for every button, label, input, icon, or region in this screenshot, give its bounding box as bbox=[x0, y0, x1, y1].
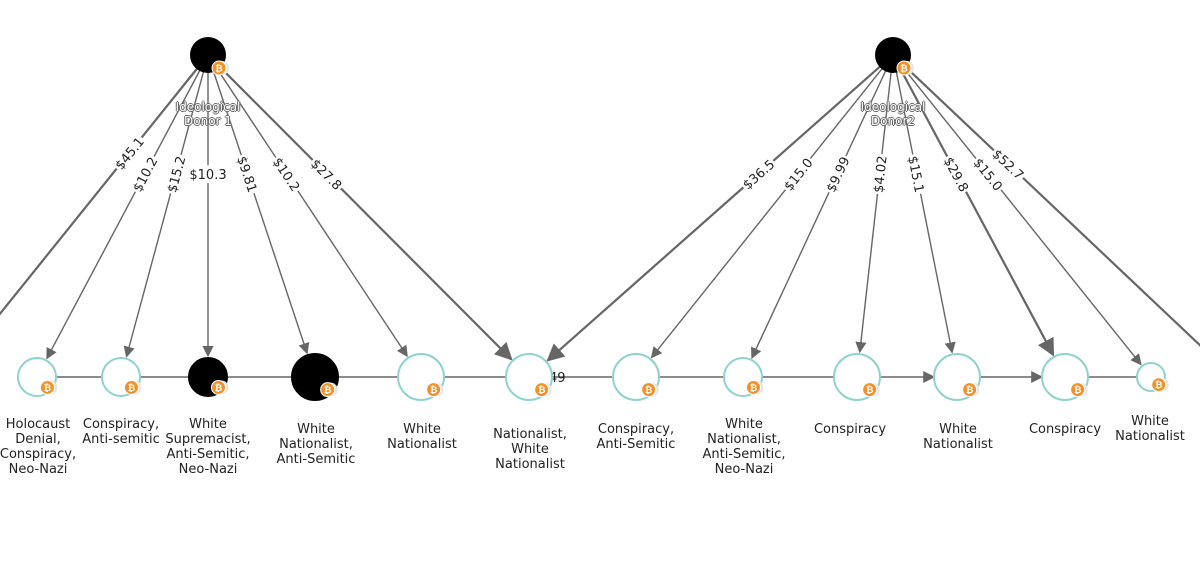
donor-label: Ideological Donor 1 bbox=[175, 100, 241, 128]
recipient-label: White Supremacist, Anti-Semitic, Neo-Naz… bbox=[165, 417, 251, 477]
donation-amount-label: $4.02 bbox=[872, 155, 891, 194]
donation-edge bbox=[216, 68, 408, 358]
donation-edge bbox=[903, 67, 1142, 366]
recipient-label: White Nationalist bbox=[923, 422, 993, 452]
donation-edge bbox=[751, 70, 887, 359]
recipient-label: Conspiracy bbox=[1028, 422, 1102, 437]
bitcoin-badge-icon: ₿ bbox=[1070, 382, 1088, 398]
donation-edge bbox=[46, 69, 201, 360]
bitcoin-badge-icon: ₿ bbox=[426, 382, 444, 398]
bitcoin-badge-icon: ₿ bbox=[123, 379, 142, 395]
partial-edge-label: 49 bbox=[549, 371, 566, 386]
donation-edge bbox=[123, 71, 205, 358]
bitcoin-badge-icon: ₿ bbox=[320, 382, 338, 398]
bitcoin-badge-icon: ₿ bbox=[1151, 377, 1169, 393]
svg-text:₿: ₿ bbox=[645, 385, 652, 396]
bitcoin-badge-icon: ₿ bbox=[896, 60, 914, 76]
bitcoin-badge-icon: ₿ bbox=[862, 382, 880, 398]
bitcoin-badge-icon: ₿ bbox=[641, 382, 659, 398]
donation-amount-label: $15.2 bbox=[165, 155, 189, 195]
bitcoin-badge-icon: ₿ bbox=[39, 379, 58, 395]
donation-edge bbox=[900, 69, 1055, 357]
recipient-label: White Nationalist, Anti-Semitic, Neo-Naz… bbox=[702, 417, 786, 477]
bitcoin-badge-icon: ₿ bbox=[211, 60, 229, 76]
svg-text:₿: ₿ bbox=[900, 64, 907, 75]
svg-text:₿: ₿ bbox=[866, 385, 873, 396]
svg-text:₿: ₿ bbox=[1155, 380, 1162, 391]
svg-text:₿: ₿ bbox=[215, 64, 222, 75]
svg-text:₿: ₿ bbox=[215, 383, 222, 394]
donation-edge bbox=[546, 65, 881, 362]
bitcoin-badge-icon: ₿ bbox=[210, 379, 229, 395]
donation-edge bbox=[904, 65, 1200, 347]
svg-text:₿: ₿ bbox=[128, 383, 135, 394]
donation-edge bbox=[0, 67, 199, 316]
svg-text:₿: ₿ bbox=[430, 385, 437, 396]
bitcoin-badge-icon: ₿ bbox=[745, 379, 764, 395]
recipient-label: Nationalist, White Nationalist bbox=[493, 427, 567, 472]
donation-edge bbox=[212, 70, 310, 355]
svg-text:₿: ₿ bbox=[44, 383, 51, 394]
recipient-label: White Nationalist bbox=[1115, 414, 1185, 444]
recipient-label: Conspiracy, Anti-semitic bbox=[82, 417, 160, 447]
donation-amount-label: $15.1 bbox=[904, 155, 926, 194]
donation-amount-label: $10.3 bbox=[189, 168, 226, 183]
svg-text:₿: ₿ bbox=[750, 383, 757, 394]
recipient-label: White Nationalist, Anti-Semitic bbox=[276, 422, 356, 467]
recipient-label: Conspiracy bbox=[813, 422, 887, 437]
donation-edge bbox=[219, 66, 513, 361]
bitcoin-badge-icon: ₿ bbox=[534, 382, 552, 398]
svg-text:₿: ₿ bbox=[966, 385, 973, 396]
svg-text:₿: ₿ bbox=[538, 385, 545, 396]
recipient-label: Conspiracy, Anti-Semitic bbox=[596, 422, 676, 452]
recipient-label: White Nationalist bbox=[387, 422, 457, 452]
donor-label: Ideological Donor2 bbox=[860, 100, 926, 128]
donation-edge bbox=[855, 71, 892, 354]
svg-text:₿: ₿ bbox=[1074, 385, 1081, 396]
bitcoin-badge-icon: ₿ bbox=[962, 382, 980, 398]
donation-edge bbox=[895, 71, 956, 354]
recipient-label: Holocaust Denial, Conspiracy, Neo-Nazi bbox=[0, 417, 77, 477]
svg-text:₿: ₿ bbox=[324, 385, 331, 396]
donation-edge bbox=[650, 67, 883, 359]
